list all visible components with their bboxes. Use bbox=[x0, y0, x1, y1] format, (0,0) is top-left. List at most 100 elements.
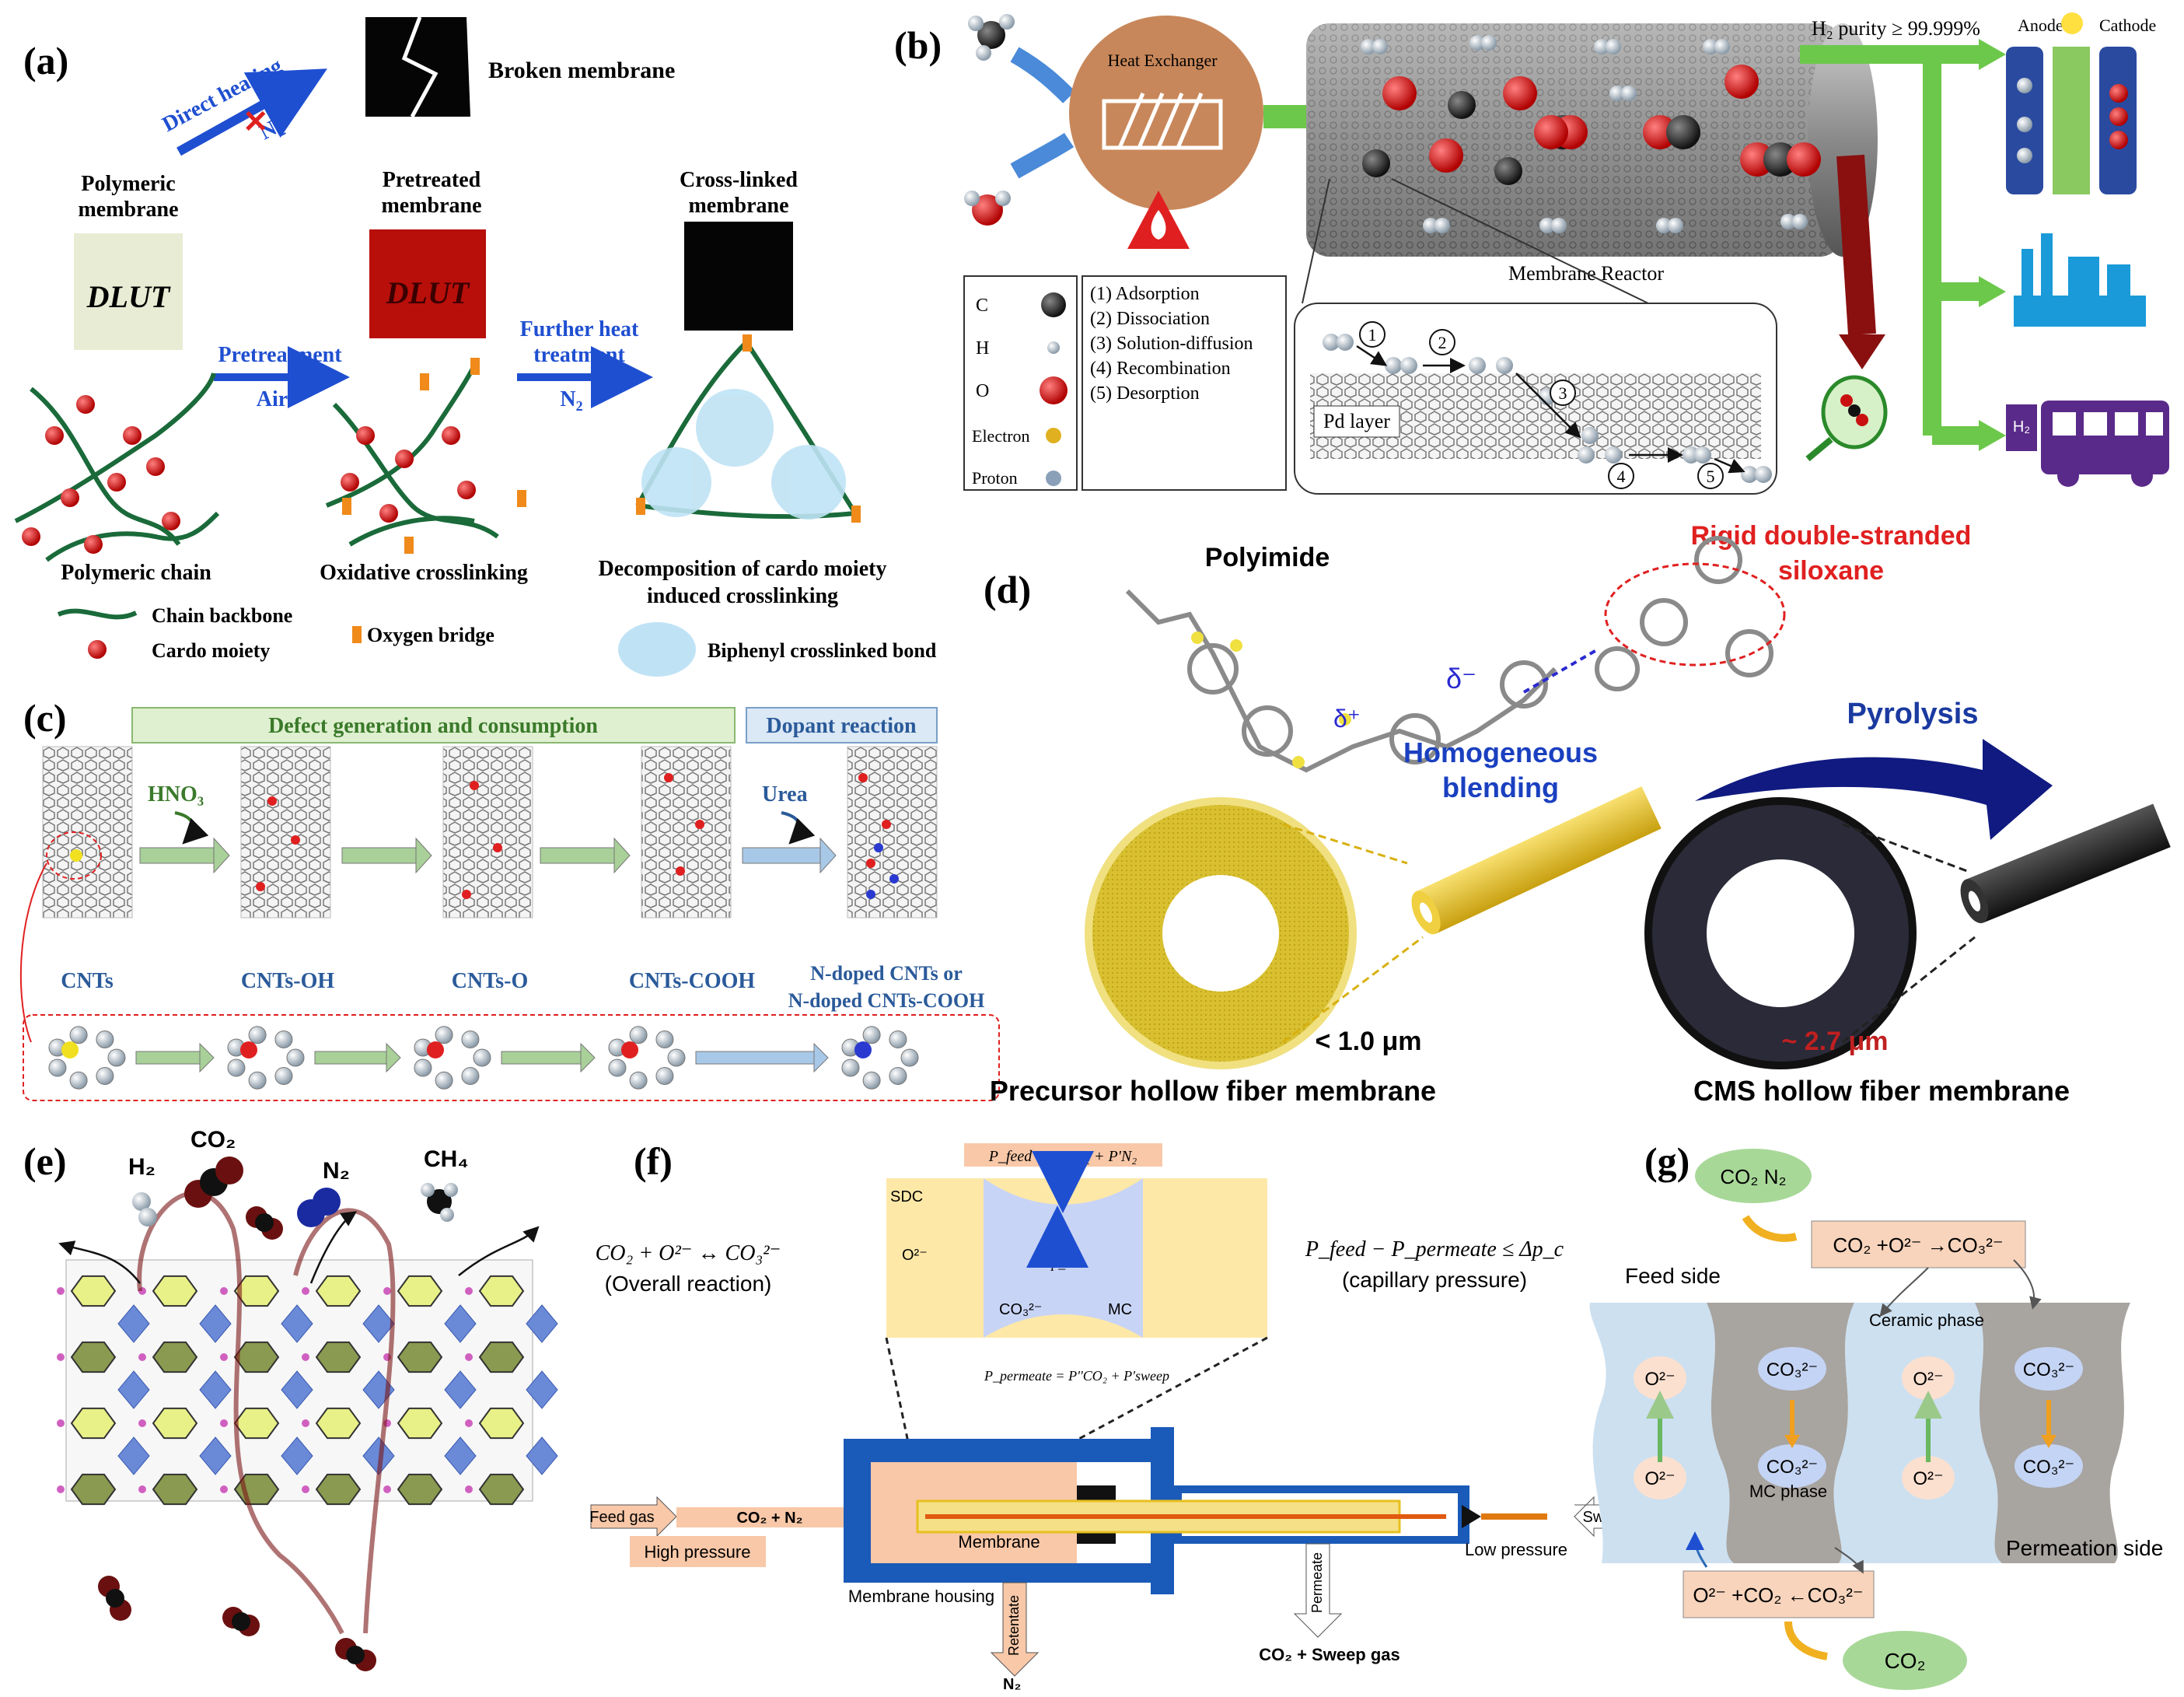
retentate-product: N₂ bbox=[1003, 1676, 1021, 1693]
panel-e-label: (e) bbox=[23, 1139, 67, 1183]
linker-hexagon bbox=[315, 1407, 362, 1440]
precursor-label: Precursor hollow fiber membrane bbox=[990, 1075, 1436, 1107]
carbon-atom bbox=[667, 1048, 686, 1067]
panel-a-label: (a) bbox=[23, 39, 68, 82]
legend-proton: Proton bbox=[972, 468, 1018, 488]
heat-exchanger-label: Heat Exchanger bbox=[1107, 51, 1218, 70]
linker-hexagon bbox=[152, 1275, 198, 1307]
carbon-atom bbox=[461, 1066, 480, 1085]
node-atom bbox=[383, 1485, 391, 1493]
crosslinked-membrane-title-2: membrane bbox=[688, 194, 788, 218]
ceramic-phase-2 bbox=[1833, 1303, 2002, 1563]
retentate-arrow bbox=[990, 1582, 1040, 1677]
cardo-moiety-label: Cardo moiety bbox=[152, 639, 270, 662]
carbon-atom bbox=[96, 1066, 114, 1085]
chain-backbone-label: Chain backbone bbox=[152, 604, 292, 627]
linker-hexagon bbox=[315, 1473, 362, 1506]
metal-node bbox=[526, 1370, 558, 1409]
oxide-ion bbox=[1634, 1456, 1686, 1499]
oxidative-label: Oxidative crosslinking bbox=[320, 561, 528, 585]
metal-node bbox=[117, 1304, 150, 1343]
step-number-marker bbox=[1608, 463, 1634, 489]
carbonate-ion bbox=[1758, 1347, 1826, 1391]
pretreated-membrane-title-2: membrane bbox=[381, 194, 481, 218]
decomposition-label: Decomposition of cardo moiety bbox=[599, 557, 887, 581]
biphenyl-bonds bbox=[641, 389, 846, 520]
metal-node bbox=[199, 1304, 232, 1343]
polymer-chain-network bbox=[14, 373, 220, 562]
ion-label: CO₃²⁻ bbox=[1766, 1359, 1818, 1380]
step-number-marker bbox=[1550, 380, 1576, 406]
reaction-top-label: CO₂ +O²⁻ →CO₃²⁻ bbox=[1833, 1233, 2003, 1257]
overall-reaction: CO₂ + O²⁻ ↔ CO₃²⁻ bbox=[596, 1241, 781, 1265]
cardo-moiety-swatch bbox=[88, 640, 107, 659]
mechanism-arrow-head bbox=[199, 1042, 215, 1073]
pretreatment-label: Pretreatment bbox=[218, 343, 342, 367]
dopant-header bbox=[746, 707, 938, 744]
reaction-top-box bbox=[1811, 1220, 2026, 1268]
pd-layer-label: Pd layer bbox=[1323, 410, 1390, 432]
steps-list: (1) Adsorption(2) Dissociation(3) Soluti… bbox=[1090, 284, 1253, 404]
carbon-atom bbox=[889, 1066, 907, 1085]
gas-exit-arrows bbox=[58, 1211, 540, 1284]
carbon-atom bbox=[248, 1071, 267, 1090]
methane-molecule bbox=[968, 14, 1015, 61]
precursor-fiber bbox=[1411, 786, 1662, 935]
node-atom bbox=[465, 1287, 473, 1295]
ion-label: CO₃²⁻ bbox=[2023, 1457, 2074, 1478]
urea-arrow bbox=[781, 811, 816, 845]
biphenyl-swatch bbox=[618, 622, 696, 677]
carbon-atom bbox=[473, 1048, 491, 1067]
cardo-moieties bbox=[22, 395, 180, 554]
linker-hexagon bbox=[70, 1341, 117, 1373]
reaction-bottom-label: O²⁻ +CO₂ ←CO₃²⁻ bbox=[1693, 1583, 1863, 1607]
carbon-atom bbox=[655, 1030, 674, 1049]
anode-label: Anode bbox=[2018, 16, 2063, 35]
carbon-atom bbox=[107, 1048, 126, 1067]
siloxane-highlight bbox=[1604, 562, 1786, 667]
precursor-thickness: < 1.0 μm bbox=[1315, 1027, 1421, 1056]
process-arrow bbox=[540, 847, 615, 864]
mechanism-arrow-head bbox=[813, 1042, 829, 1073]
linker-hexagon bbox=[152, 1341, 198, 1373]
panel-c: (c) Defect generation and consumption Do… bbox=[19, 696, 1000, 1101]
ion-label: O²⁻ bbox=[1644, 1369, 1675, 1390]
reactor-molecules bbox=[1361, 35, 1821, 233]
step-number: 1 bbox=[1368, 325, 1377, 345]
metal-node bbox=[199, 1436, 232, 1475]
fuel-cell-membrane bbox=[2053, 47, 2090, 194]
dlut-text-2: DLUT bbox=[386, 275, 470, 310]
carbon-atom bbox=[69, 1071, 88, 1090]
carbon-atom bbox=[900, 1048, 919, 1067]
process-arrow bbox=[742, 847, 821, 864]
panel-b-label: (b) bbox=[894, 23, 942, 67]
crosslinked-membrane-sample bbox=[684, 222, 793, 331]
carbon-atom bbox=[841, 1058, 860, 1077]
ion-label: O²⁻ bbox=[1913, 1468, 1943, 1489]
oxygen-bridge-label: Oxygen bridge bbox=[367, 624, 494, 646]
capillary-equation: P_feed − P_permeate ≤ Δp_c bbox=[1305, 1237, 1564, 1261]
node-atom bbox=[302, 1287, 309, 1295]
capture-arrow bbox=[1836, 154, 1876, 336]
metal-node bbox=[281, 1436, 313, 1475]
carbon-atom bbox=[414, 1058, 432, 1077]
polyimide-label: Polyimide bbox=[1205, 543, 1330, 572]
carbon-atom bbox=[655, 1066, 674, 1085]
mechanism-arrow bbox=[695, 1051, 815, 1065]
oxygen-defect-mark bbox=[493, 843, 502, 852]
cnt-stage-label: CNTs bbox=[61, 969, 114, 993]
polymeric-membrane-sample bbox=[74, 233, 183, 350]
feed-gas-composition: CO₂ N₂ bbox=[1720, 1165, 1786, 1188]
mof-nodes bbox=[57, 1275, 558, 1506]
carbon-atom bbox=[862, 1071, 881, 1090]
legend-c: C bbox=[976, 296, 988, 316]
cnt-tubes bbox=[42, 746, 938, 918]
pretreated-membrane-title: Pretreated bbox=[383, 168, 481, 192]
housing-label: Membrane housing bbox=[848, 1587, 994, 1606]
carbon-atom bbox=[69, 1026, 88, 1044]
nitrogen-dopant-mark bbox=[866, 890, 875, 899]
oxygen-defect-mark bbox=[866, 859, 875, 868]
carbonate-ion bbox=[1758, 1444, 1826, 1488]
mc-phase-2 bbox=[1975, 1303, 2130, 1563]
